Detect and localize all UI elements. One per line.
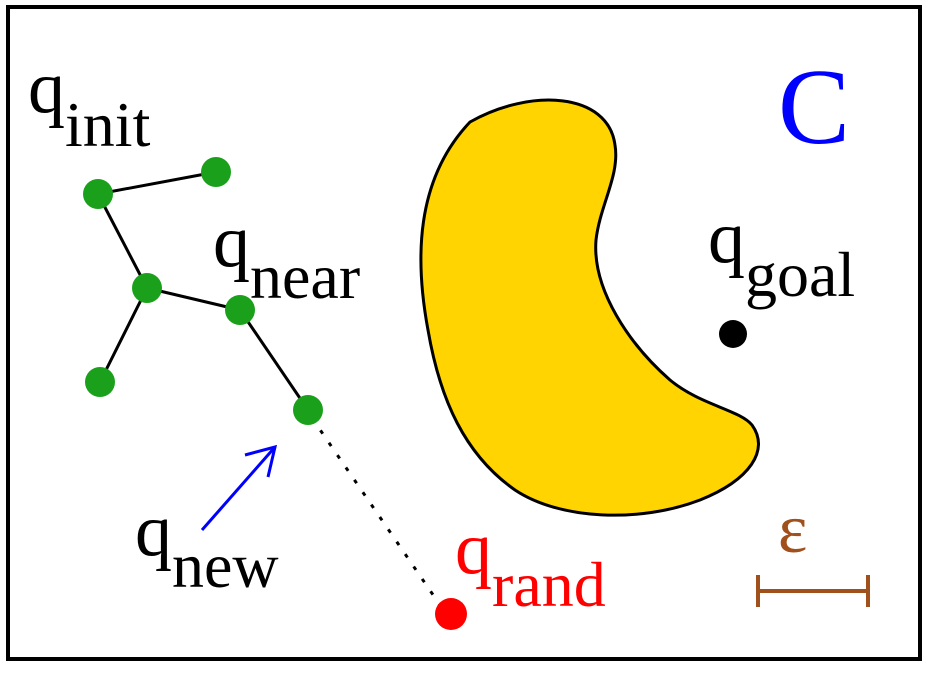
label-q-near: qnear bbox=[213, 201, 360, 312]
extension-dotted-line bbox=[310, 417, 442, 606]
random-sample-point bbox=[435, 598, 467, 630]
label-q-goal: qgoal bbox=[708, 197, 855, 310]
tree-node bbox=[201, 157, 231, 187]
label-q-new: qnew bbox=[135, 490, 279, 601]
new-node-arrow bbox=[200, 444, 278, 531]
configuration-space-border bbox=[6, 5, 922, 661]
label-q-rand: qrand bbox=[455, 508, 606, 620]
tree-node-near bbox=[225, 295, 255, 325]
tree-edges bbox=[96, 170, 310, 411]
tree-node-new bbox=[293, 395, 323, 425]
tree-edge bbox=[96, 193, 149, 289]
label-q-init: qinit bbox=[28, 47, 151, 160]
obstacle bbox=[419, 98, 760, 517]
space-label: C bbox=[778, 48, 850, 167]
tree-edge bbox=[146, 286, 241, 312]
tree-nodes bbox=[83, 157, 323, 425]
tree-node bbox=[132, 273, 162, 303]
tree-edge bbox=[98, 287, 149, 383]
tree-edge bbox=[238, 309, 310, 411]
step-size-label: ε bbox=[778, 491, 807, 568]
step-size-bar bbox=[756, 575, 870, 607]
tree-edge bbox=[97, 170, 217, 196]
tree-node bbox=[85, 367, 115, 397]
goal-point bbox=[719, 320, 747, 348]
tree-node-init bbox=[83, 179, 113, 209]
